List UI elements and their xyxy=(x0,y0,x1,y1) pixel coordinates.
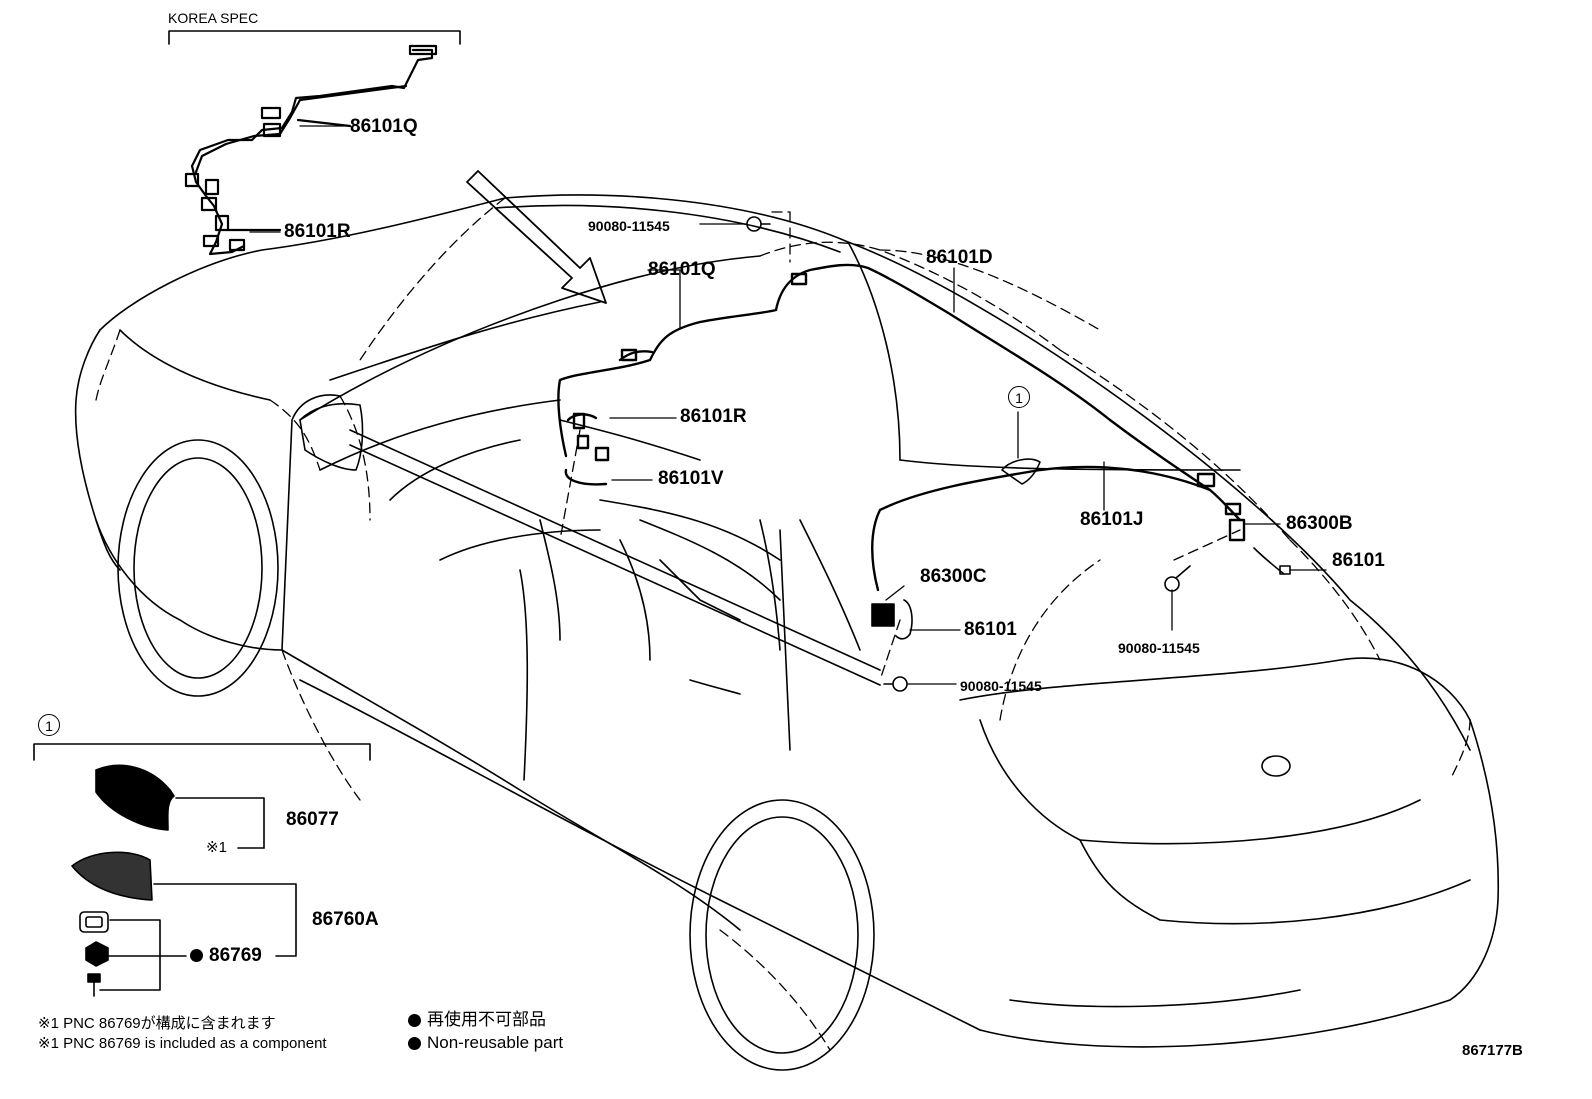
reference-marker-1-car: 1 xyxy=(1008,386,1030,408)
callout-86101r-korea[interactable]: 86101R xyxy=(284,221,351,242)
callout-86101-mid[interactable]: 86101 xyxy=(964,619,1017,640)
callout-86300b[interactable]: 86300B xyxy=(1286,513,1353,534)
component-group-1 xyxy=(33,743,371,997)
callout-86760a[interactable]: 86760A xyxy=(312,909,379,930)
note-japanese: ※1 PNC 86769が構成に含まれます xyxy=(38,1015,276,1032)
callout-86101j[interactable]: 86101J xyxy=(1080,509,1144,530)
legend-english: Non-reusable part xyxy=(408,1033,563,1053)
hidden-lines xyxy=(95,197,1471,1051)
view-direction-arrow xyxy=(466,170,607,304)
leader-lines xyxy=(249,125,1327,685)
callout-90080-11545-top[interactable]: 90080-11545 xyxy=(588,218,670,234)
figure-code: 867177B xyxy=(1462,1042,1523,1059)
callout-86101q-korea[interactable]: 86101Q xyxy=(350,116,418,137)
legend-english-text: Non-reusable part xyxy=(427,1033,564,1052)
callout-86077[interactable]: 86077 xyxy=(286,809,339,830)
car-small-parts xyxy=(746,216,1291,692)
note-english: ※1 PNC 86769 is included as a component xyxy=(38,1035,327,1052)
non-reusable-dot-icon xyxy=(190,949,203,963)
note-mark-1: ※1 xyxy=(206,839,227,856)
callout-90080-11545-right[interactable]: 90080-11545 xyxy=(1118,640,1200,656)
callout-86101d[interactable]: 86101D xyxy=(926,247,993,268)
legend-dot-icon xyxy=(408,1014,421,1028)
callout-90080-11545-mid[interactable]: 90080-11545 xyxy=(960,678,1042,694)
korea-spec-bracket xyxy=(168,30,461,45)
legend-dot-icon-en xyxy=(408,1037,421,1051)
callout-86101-right[interactable]: 86101 xyxy=(1332,550,1385,571)
callout-86101v[interactable]: 86101V xyxy=(658,468,724,489)
callout-86769-number: 86769 xyxy=(209,945,262,966)
car-body-outline xyxy=(74,194,1500,1071)
callout-86769[interactable]: 86769 xyxy=(190,946,262,966)
korea-spec-harness xyxy=(184,44,438,256)
roof-antenna-harness xyxy=(557,263,1246,592)
callout-86101r[interactable]: 86101R xyxy=(680,406,747,427)
legend-japanese: 再使用不可部品 xyxy=(408,1010,546,1030)
reference-marker-1-group: 1 xyxy=(38,714,60,736)
korea-spec-label: KOREA SPEC xyxy=(168,10,259,26)
callout-86101q[interactable]: 86101Q xyxy=(648,259,716,280)
callout-86300c[interactable]: 86300C xyxy=(920,566,987,587)
legend-japanese-text: 再使用不可部品 xyxy=(427,1010,546,1029)
